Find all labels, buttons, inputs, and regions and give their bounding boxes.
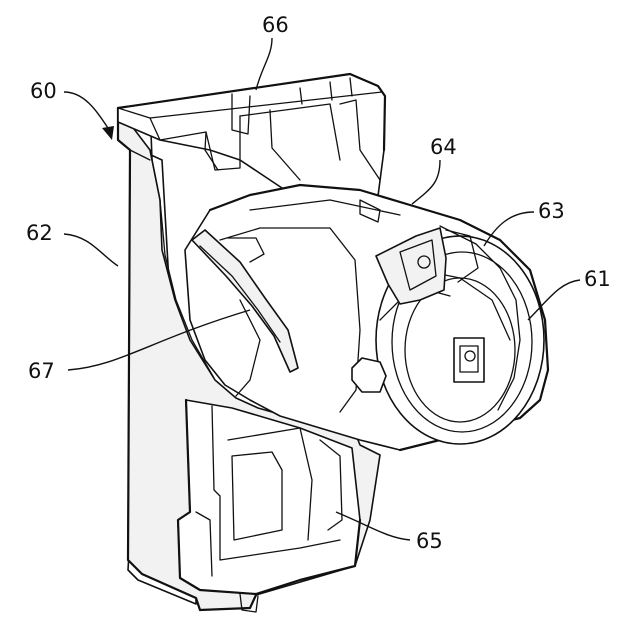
label-60: 60 bbox=[30, 79, 57, 103]
label-67: 67 bbox=[28, 359, 55, 383]
leader-60 bbox=[64, 92, 108, 128]
label-62: 62 bbox=[26, 221, 53, 245]
leader-66 bbox=[256, 38, 272, 90]
side-pin bbox=[352, 358, 386, 392]
label-65: 65 bbox=[416, 529, 443, 553]
label-66: 66 bbox=[262, 13, 289, 37]
label-64: 64 bbox=[430, 135, 457, 159]
label-61: 61 bbox=[584, 267, 611, 291]
leader-62 bbox=[64, 234, 118, 266]
key-detail bbox=[454, 338, 484, 382]
leader-60-arrow bbox=[102, 126, 114, 140]
label-63: 63 bbox=[538, 199, 565, 223]
leader-64 bbox=[412, 160, 440, 204]
